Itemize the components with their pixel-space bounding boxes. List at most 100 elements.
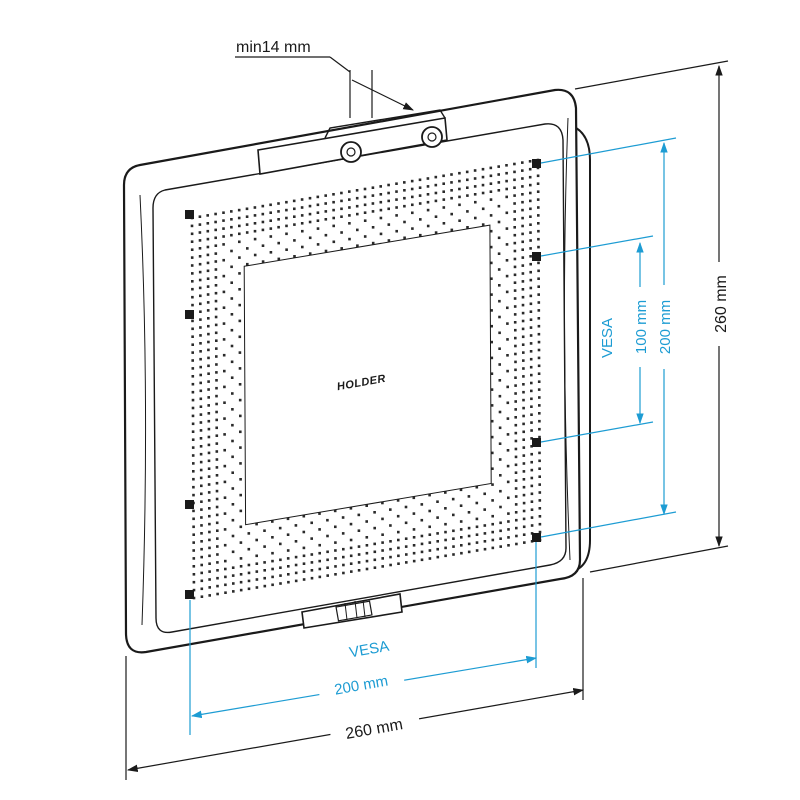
perforation-dot (475, 501, 479, 505)
perforation-dot (537, 269, 540, 273)
perforation-dot (238, 224, 241, 228)
perforation-dot (239, 493, 242, 497)
perforation-dot (207, 499, 211, 502)
perforation-dot (537, 261, 540, 265)
perforation-dot (444, 491, 447, 494)
perforation-dot (222, 306, 226, 309)
perforation-dot (529, 350, 533, 353)
perforation-dot (444, 554, 447, 558)
perforation-dot (395, 190, 398, 193)
perforation-dot (403, 189, 406, 192)
perforation-dot (207, 372, 210, 375)
perforation-dot (460, 551, 463, 555)
perforation-dot (426, 224, 430, 228)
perforation-dot (285, 224, 288, 228)
perforation-dot (536, 174, 540, 178)
perforation-dot (529, 365, 533, 369)
perforation-dot (214, 220, 217, 224)
perforation-dot (444, 507, 447, 510)
perforation-dot (191, 295, 194, 299)
perforation-dot (216, 584, 219, 588)
perforation-dot (505, 187, 508, 191)
perforation-dot (522, 438, 525, 441)
perforation-dot (530, 492, 534, 496)
perforation-dot (300, 206, 304, 209)
perforation-dot (207, 348, 210, 352)
perforation-dot (231, 439, 234, 443)
perforation-dot (537, 222, 540, 225)
perforation-dot (365, 536, 369, 539)
perforation-dot (191, 390, 195, 394)
perforation-dot (403, 204, 406, 208)
perforation-dot (215, 418, 218, 422)
perforation-dot (499, 545, 502, 548)
perforation-dot (230, 210, 233, 213)
perforation-dot (397, 562, 400, 565)
perforation-dot (507, 528, 510, 531)
perforation-dot (192, 533, 195, 536)
perforation-dot (514, 447, 518, 451)
perforation-dot (206, 237, 210, 241)
perforation-dot (237, 216, 241, 220)
perforation-dot (529, 207, 532, 211)
perforation-dot (513, 186, 516, 189)
perforation-dot (522, 430, 525, 434)
mount-plate: HOLDER (122, 88, 591, 654)
perforation-dot (224, 583, 227, 587)
perforation-dot (373, 542, 376, 546)
perforation-dot (537, 237, 540, 241)
perforation-dot (191, 430, 195, 433)
perforation-dot (497, 236, 501, 240)
perforation-dot (340, 215, 343, 218)
perforation-dot (310, 561, 314, 564)
perforation-dot (381, 517, 384, 521)
perforation-dot (208, 578, 211, 581)
perforation-dot (389, 540, 392, 543)
perforation-dot (412, 536, 416, 539)
perforation-dot (206, 301, 210, 304)
perforation-dot (371, 186, 375, 189)
perforation-dot (498, 347, 501, 350)
perforation-dot (216, 576, 219, 580)
perforation-dot (521, 272, 525, 275)
perforation-dot (403, 196, 406, 200)
perforation-dot (537, 301, 541, 304)
perforation-dot (199, 302, 202, 306)
perforation-dot (373, 511, 376, 514)
perforation-dot (530, 397, 533, 401)
perforation-dot (522, 367, 525, 370)
perforation-dot (514, 495, 518, 498)
perforation-dot (192, 509, 195, 513)
perforation-dot (208, 562, 211, 565)
perforation-dot (207, 467, 211, 470)
perforation-dot (231, 408, 234, 411)
perforation-dot (293, 215, 296, 218)
vesa-hole (532, 252, 541, 261)
perforation-dot (238, 319, 242, 323)
perforation-dot (387, 207, 390, 211)
perforation-dot (373, 526, 376, 530)
perforation-dot (490, 356, 494, 360)
perforation-dot (506, 306, 509, 310)
perforation-dot (538, 475, 541, 478)
perforation-dot (214, 299, 218, 303)
perforation-dot (507, 544, 510, 547)
perforation-dot (466, 226, 469, 229)
perforation-dot (412, 496, 416, 500)
perforation-dot (215, 363, 218, 366)
perforation-dot (537, 340, 541, 344)
perforation-dot (481, 207, 485, 211)
perforation-dot (223, 385, 226, 389)
perforation-dot (332, 224, 335, 228)
perforation-dot (530, 468, 534, 472)
perforation-dot (214, 212, 217, 216)
perforation-dot (324, 210, 328, 213)
perforation-dot (214, 260, 218, 263)
perforation-dot (214, 331, 218, 335)
perforation-dot (450, 181, 453, 184)
perforation-dot (450, 212, 453, 216)
perforation-dot (198, 278, 202, 282)
perforation-dot (239, 573, 243, 576)
perforation-dot (318, 543, 321, 547)
perforation-dot (538, 507, 542, 510)
